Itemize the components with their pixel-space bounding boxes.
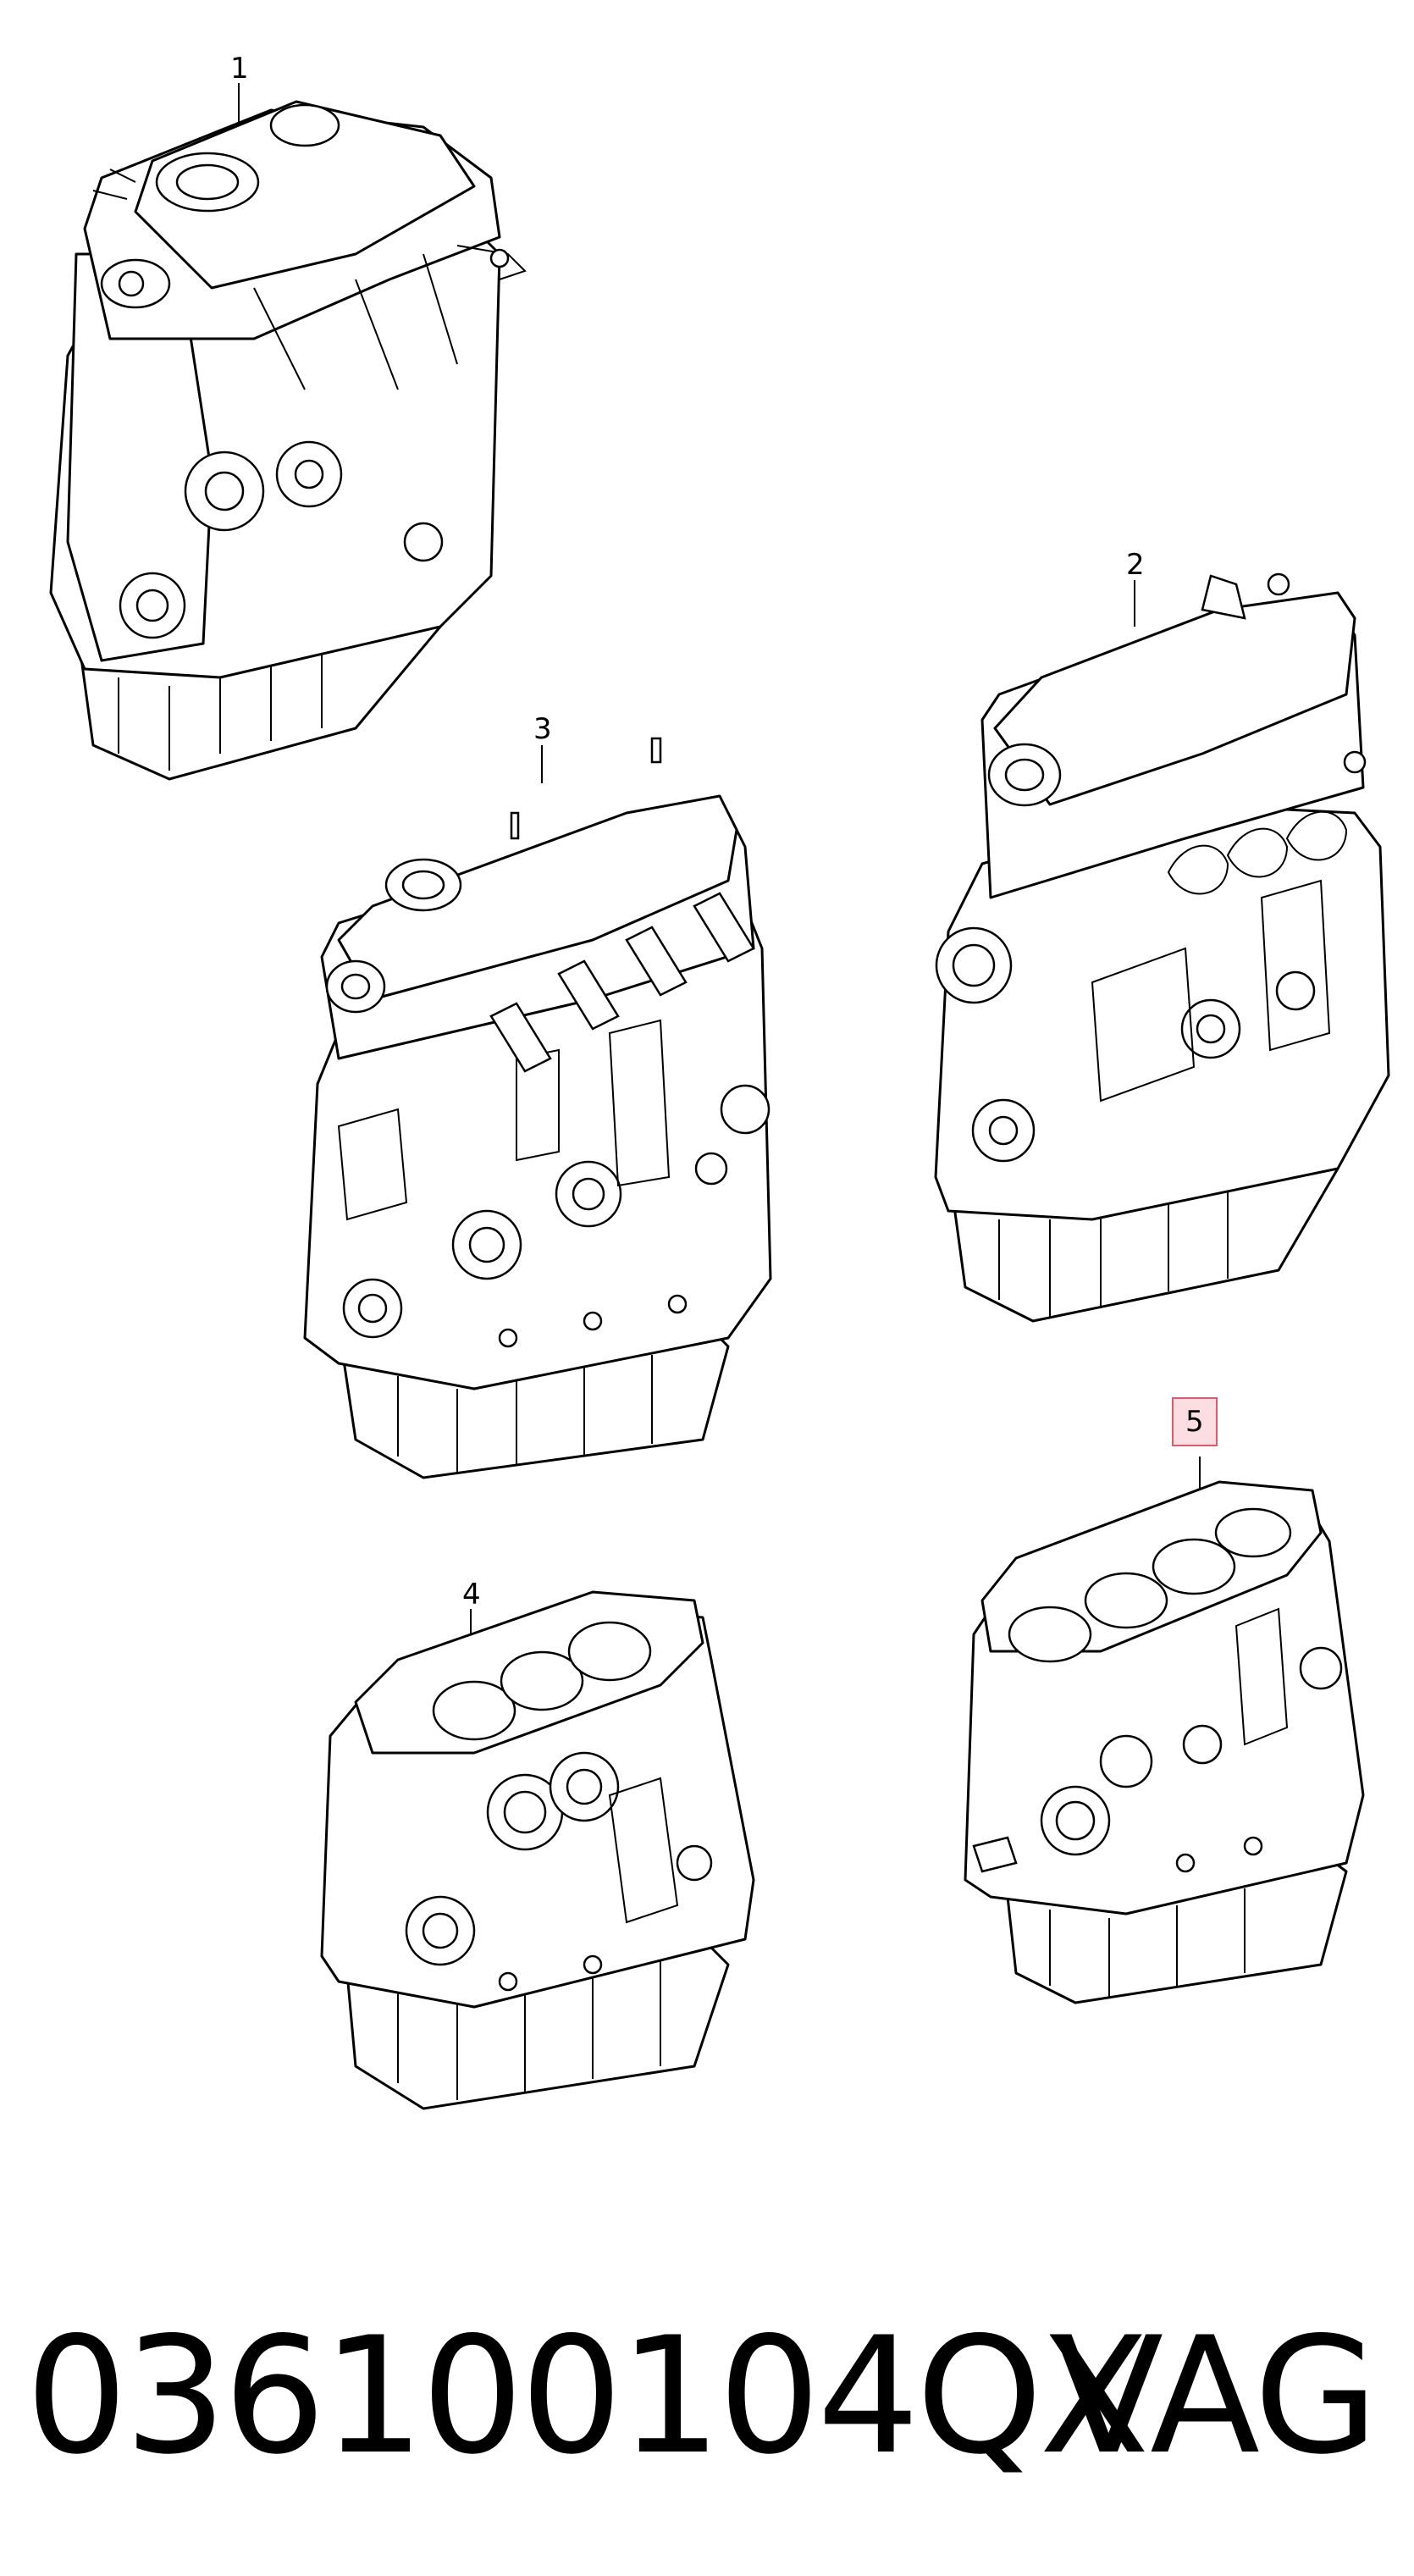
- engine-5-illustration: [964, 1457, 1365, 2004]
- callout-5-highlighted[interactable]: 5: [1172, 1397, 1218, 1446]
- parts-diagram: 1: [49, 52, 1390, 2110]
- callout-2: 2: [1126, 548, 1145, 582]
- engine-2-illustration: [934, 572, 1390, 1323]
- engine-3-illustration: [303, 737, 772, 1479]
- part-number: 036100104QX: [25, 2302, 1150, 2490]
- callout-1: 1: [230, 52, 249, 86]
- diagram-canvas: 1: [49, 52, 1390, 2110]
- engine-1-illustration: [49, 83, 527, 781]
- engine-4-illustration: [320, 1590, 755, 2110]
- callout-3: 3: [533, 712, 552, 746]
- callout-5: 5: [1185, 1405, 1204, 1439]
- callout-4: 4: [462, 1578, 481, 1611]
- brand-label: VAG: [1053, 2302, 1378, 2490]
